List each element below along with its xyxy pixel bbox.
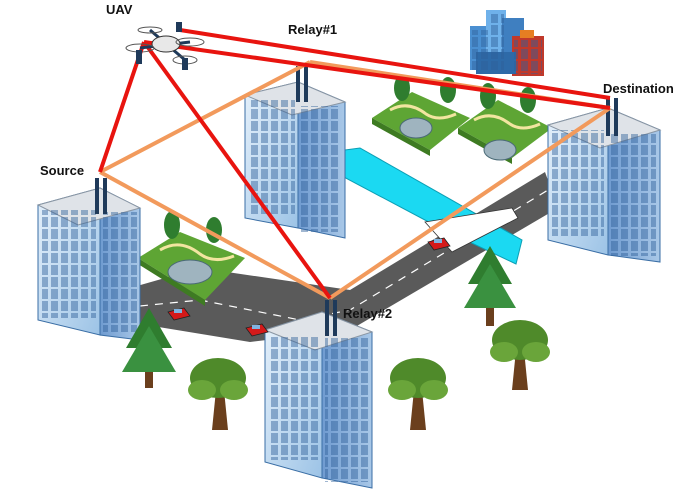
tree-icon — [388, 358, 448, 430]
road-icon — [128, 172, 558, 342]
tree-icon — [188, 358, 248, 430]
uav-links — [98, 28, 611, 300]
destination-label: Destination — [603, 81, 674, 96]
building-destination — [546, 107, 662, 263]
antenna-icon — [296, 66, 308, 102]
uav-label: UAV — [106, 2, 133, 17]
antenna-icon — [606, 98, 618, 136]
building-source — [36, 187, 142, 341]
uav-icon — [125, 22, 205, 70]
antenna-icon — [325, 300, 337, 336]
park-icon — [458, 83, 552, 164]
relay2-label: Relay#2 — [343, 306, 393, 321]
car-icon — [427, 237, 451, 251]
link-relay2-destination — [328, 106, 612, 300]
tree-icon — [490, 320, 550, 390]
building-relay2 — [263, 311, 374, 489]
link-source-relay2 — [99, 170, 331, 300]
link-uav-destination-lower — [143, 40, 611, 110]
park-icon — [138, 211, 245, 306]
relay1-label: Relay#1 — [288, 22, 338, 37]
tree-icon — [122, 308, 176, 388]
link-source-relay1 — [99, 60, 311, 174]
car-icon — [245, 323, 269, 337]
building-relay1 — [243, 81, 347, 239]
link-uav-destination-upper — [179, 28, 611, 100]
source-label: Source — [40, 163, 85, 178]
link-uav-relay2 — [142, 40, 332, 300]
tree-icon — [464, 246, 516, 326]
antenna-icon — [95, 178, 107, 214]
park-icon — [372, 75, 470, 156]
car-icon — [167, 307, 191, 321]
city-icon — [470, 10, 544, 76]
